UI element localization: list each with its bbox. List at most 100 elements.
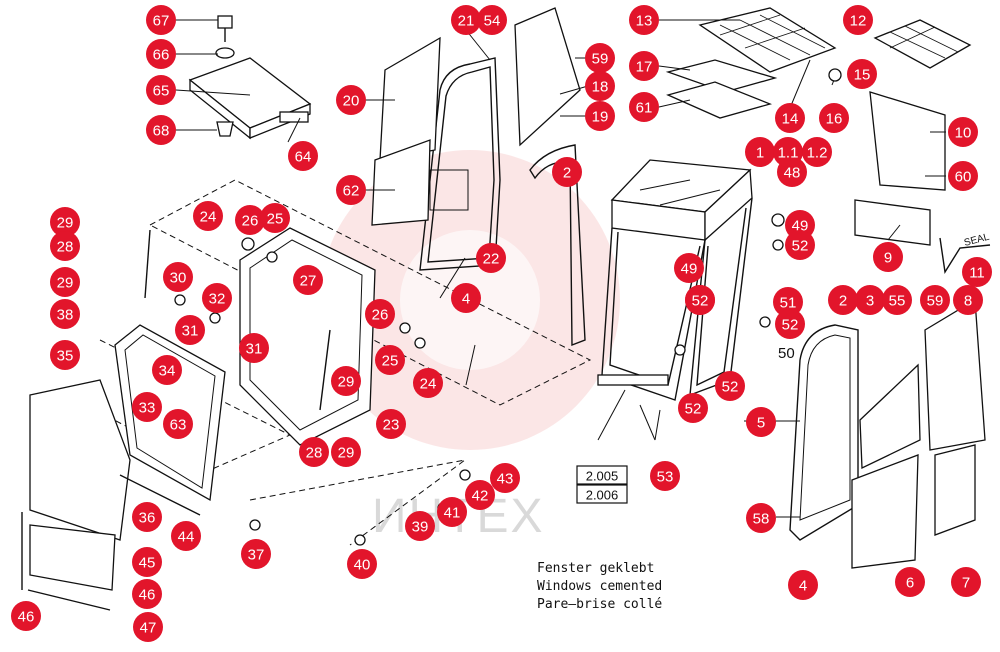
callout-17[interactable]: 17 <box>629 51 659 81</box>
callout-badge <box>451 5 481 35</box>
callout-4[interactable]: 4 <box>788 570 818 600</box>
callout-67[interactable]: 67 <box>146 5 176 35</box>
callout-29[interactable]: 29 <box>331 366 361 396</box>
callout-41[interactable]: 41 <box>437 497 467 527</box>
callout-47[interactable]: 47 <box>133 612 163 642</box>
callout-37[interactable]: 37 <box>241 539 271 569</box>
callout-number: 30 <box>170 270 187 287</box>
callout-35[interactable]: 35 <box>50 340 80 370</box>
callout-55[interactable]: 55 <box>882 285 912 315</box>
callout-3[interactable]: 3 <box>855 285 885 315</box>
callout-13[interactable]: 13 <box>629 5 659 35</box>
callout-40[interactable]: 40 <box>347 549 377 579</box>
callout-60[interactable]: 60 <box>948 161 978 191</box>
callout-diagram-plain_labels.p1_2[interactable]: 1.2 <box>802 137 832 167</box>
callout-32[interactable]: 32 <box>202 283 232 313</box>
callout-36[interactable]: 36 <box>132 502 162 532</box>
callout-badge <box>451 283 481 313</box>
callout-43[interactable]: 43 <box>490 463 520 493</box>
callout-24[interactable]: 24 <box>413 368 443 398</box>
callout-30[interactable]: 30 <box>163 262 193 292</box>
callout-2[interactable]: 2 <box>828 285 858 315</box>
callout-31[interactable]: 31 <box>175 315 205 345</box>
callout-53[interactable]: 53 <box>650 461 680 491</box>
callout-number: 65 <box>153 83 170 100</box>
callout-31[interactable]: 31 <box>239 333 269 363</box>
callout-diagram-plain_labels.p1_1[interactable]: 1.1 <box>773 137 803 167</box>
callout-45[interactable]: 45 <box>132 547 162 577</box>
callout-8[interactable]: 8 <box>953 285 983 315</box>
callout-68[interactable]: 68 <box>146 115 176 145</box>
callout-24[interactable]: 24 <box>193 201 223 231</box>
callout-6[interactable]: 6 <box>895 567 925 597</box>
callout-29[interactable]: 29 <box>50 267 80 297</box>
callout-52[interactable]: 52 <box>715 371 745 401</box>
callout-number: 16 <box>826 111 843 128</box>
callout-64[interactable]: 64 <box>288 141 318 171</box>
callout-15[interactable]: 15 <box>847 59 877 89</box>
callout-26[interactable]: 26 <box>365 299 395 329</box>
callout-number: 33 <box>139 400 156 417</box>
callout-number: 11 <box>969 265 985 282</box>
callout-46[interactable]: 46 <box>11 601 41 631</box>
callout-58[interactable]: 58 <box>746 503 776 533</box>
callout-39[interactable]: 39 <box>405 511 435 541</box>
callout-33[interactable]: 33 <box>132 392 162 422</box>
callout-23[interactable]: 23 <box>376 409 406 439</box>
callout-66[interactable]: 66 <box>146 39 176 69</box>
callout-badge <box>855 285 885 315</box>
callout-20[interactable]: 20 <box>336 85 366 115</box>
callout-52[interactable]: 52 <box>678 393 708 423</box>
callout-27[interactable]: 27 <box>293 265 323 295</box>
callout-61[interactable]: 61 <box>629 92 659 122</box>
callout-49[interactable]: 49 <box>674 253 704 283</box>
callout-46[interactable]: 46 <box>132 579 162 609</box>
callout-11[interactable]: 11 <box>962 257 992 287</box>
callout-19[interactable]: 19 <box>585 101 615 131</box>
part-right-door-upper-glass <box>859 363 921 470</box>
callout-25[interactable]: 25 <box>375 345 405 375</box>
callout-54[interactable]: 54 <box>477 5 507 35</box>
callout-badge <box>962 257 992 287</box>
callout-59[interactable]: 59 <box>585 43 615 73</box>
callout-9[interactable]: 9 <box>873 242 903 272</box>
callout-59[interactable]: 59 <box>920 285 950 315</box>
callout-38[interactable]: 38 <box>50 299 80 329</box>
callout-22[interactable]: 22 <box>476 243 506 273</box>
callout-18[interactable]: 18 <box>585 71 615 101</box>
callout-10[interactable]: 10 <box>948 117 978 147</box>
callout-62[interactable]: 62 <box>336 175 366 205</box>
callout-51[interactable]: 51 <box>773 287 803 317</box>
callout-2[interactable]: 2 <box>552 157 582 187</box>
callout-26[interactable]: 26 <box>235 205 265 235</box>
part-cab <box>597 159 753 401</box>
callout-29[interactable]: 29 <box>331 437 361 467</box>
callout-28[interactable]: 28 <box>299 437 329 467</box>
callout-21[interactable]: 21 <box>451 5 481 35</box>
callout-44[interactable]: 44 <box>171 521 201 551</box>
callout-65[interactable]: 65 <box>146 75 176 105</box>
callout-29[interactable]: 29 <box>50 207 80 237</box>
callout-badge <box>152 355 182 385</box>
callout-14[interactable]: 14 <box>775 103 805 133</box>
callout-12[interactable]: 12 <box>843 5 873 35</box>
callout-7[interactable]: 7 <box>951 567 981 597</box>
callout-number: 52 <box>722 379 739 396</box>
callout-number: 44 <box>178 529 195 546</box>
callout-4[interactable]: 4 <box>451 283 481 313</box>
callout-52[interactable]: 52 <box>685 285 715 315</box>
callout-16[interactable]: 16 <box>819 103 849 133</box>
callout-42[interactable]: 42 <box>465 480 495 510</box>
callout-52[interactable]: 52 <box>785 230 815 260</box>
part-roof-glass-61 <box>666 81 773 119</box>
callout-5[interactable]: 5 <box>746 407 776 437</box>
callout-34[interactable]: 34 <box>152 355 182 385</box>
callout-number: 60 <box>955 169 972 186</box>
callout-1[interactable]: 1 <box>745 137 775 167</box>
callout-number: 35 <box>57 348 74 365</box>
callout-63[interactable]: 63 <box>163 409 193 439</box>
callout-28[interactable]: 28 <box>50 231 80 261</box>
callout-25[interactable]: 25 <box>260 203 290 233</box>
callout-number: 43 <box>497 471 514 488</box>
callout-52[interactable]: 52 <box>775 309 805 339</box>
